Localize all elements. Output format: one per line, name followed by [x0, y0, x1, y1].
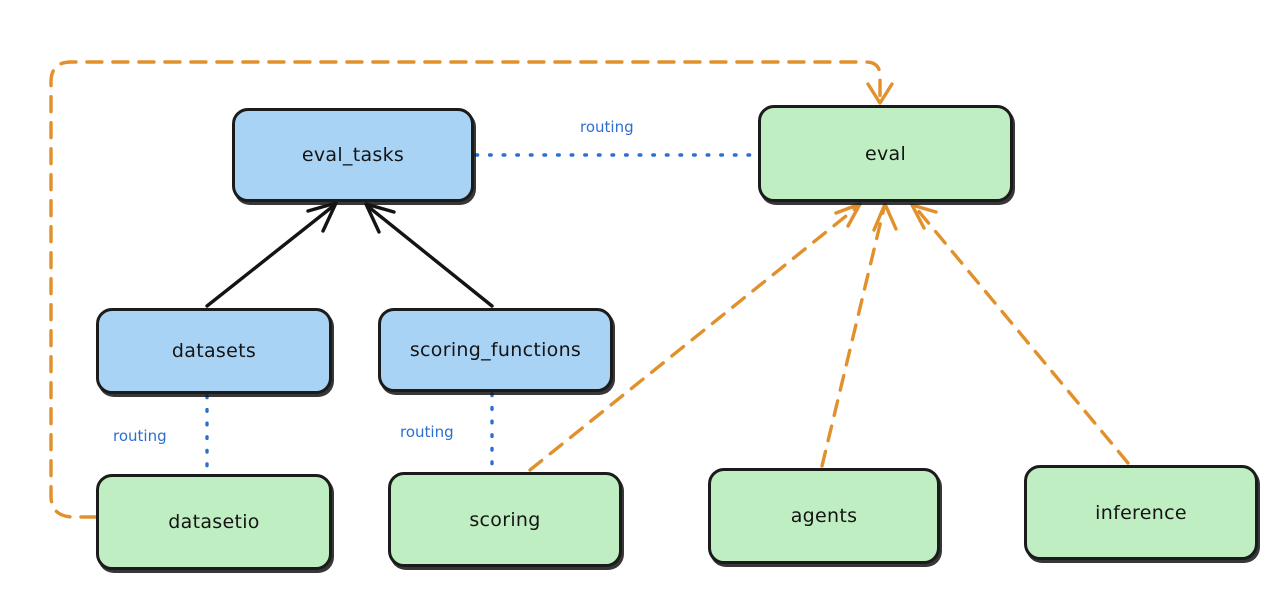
- edge-scoring_functions-to-eval_tasks: [364, 202, 494, 308]
- edge-inference-to-eval: [910, 203, 1130, 465]
- node-inference[interactable]: inference: [1024, 465, 1258, 560]
- node-label: scoring_functions: [409, 339, 582, 361]
- edge-label-routing-eval-tasks-eval: routing: [580, 118, 634, 136]
- edge-label-routing-datasets-datasetio: routing: [113, 427, 167, 445]
- node-label: eval_tasks: [301, 144, 405, 166]
- node-label: datasetio: [168, 511, 260, 533]
- edge-datasets-to-eval_tasks: [205, 201, 338, 308]
- node-datasetio[interactable]: datasetio: [96, 474, 332, 570]
- node-datasets[interactable]: datasets: [96, 308, 332, 394]
- node-label: inference: [1095, 501, 1187, 524]
- node-scoring-functions[interactable]: scoring_functions: [378, 308, 613, 392]
- node-eval[interactable]: eval: [758, 105, 1013, 202]
- node-scoring[interactable]: scoring: [388, 472, 622, 567]
- edge-label-routing-scoring-functions-scoring: routing: [400, 423, 454, 441]
- node-eval-tasks[interactable]: eval_tasks: [232, 108, 474, 202]
- node-agents[interactable]: agents: [708, 468, 940, 564]
- edge-agents-to-eval: [820, 202, 898, 468]
- node-label: datasets: [171, 340, 257, 362]
- node-label: agents: [790, 505, 858, 527]
- node-label: scoring: [469, 508, 541, 531]
- node-label: eval: [864, 142, 907, 165]
